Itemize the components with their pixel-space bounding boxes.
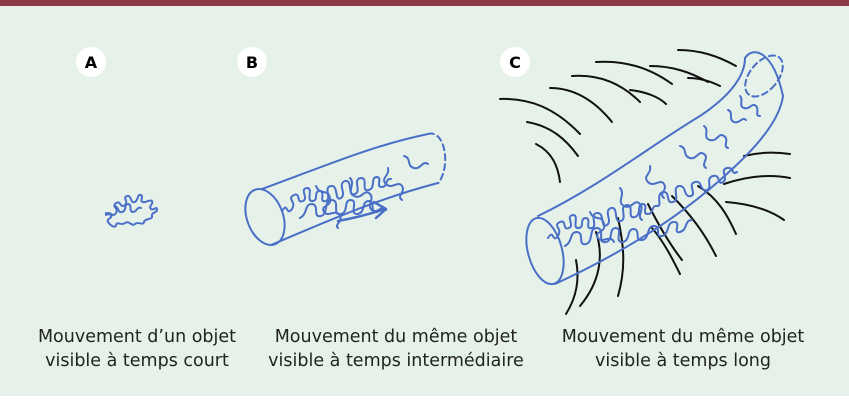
caption-c-line2: visible à temps long — [548, 349, 818, 373]
caption-a-line1: Mouvement d’un objet — [30, 325, 244, 349]
panel-b-tube — [238, 134, 445, 251]
caption-b: Mouvement du même objet visible à temps … — [254, 325, 538, 373]
caption-a-line2: visible à temps court — [30, 349, 244, 373]
panel-label-c: C — [500, 47, 530, 77]
caption-b-line1: Mouvement du même objet — [254, 325, 538, 349]
caption-b-line2: visible à temps intermédiaire — [254, 349, 538, 373]
caption-c-line1: Mouvement du même objet — [548, 325, 818, 349]
caption-a: Mouvement d’un objet visible à temps cou… — [30, 325, 244, 373]
caption-c: Mouvement du même objet visible à temps … — [548, 325, 818, 373]
panel-label-a: A — [76, 47, 106, 77]
panel-c-tube — [520, 49, 790, 289]
panel-a-squiggle — [106, 195, 157, 227]
panel-label-b: B — [237, 47, 267, 77]
